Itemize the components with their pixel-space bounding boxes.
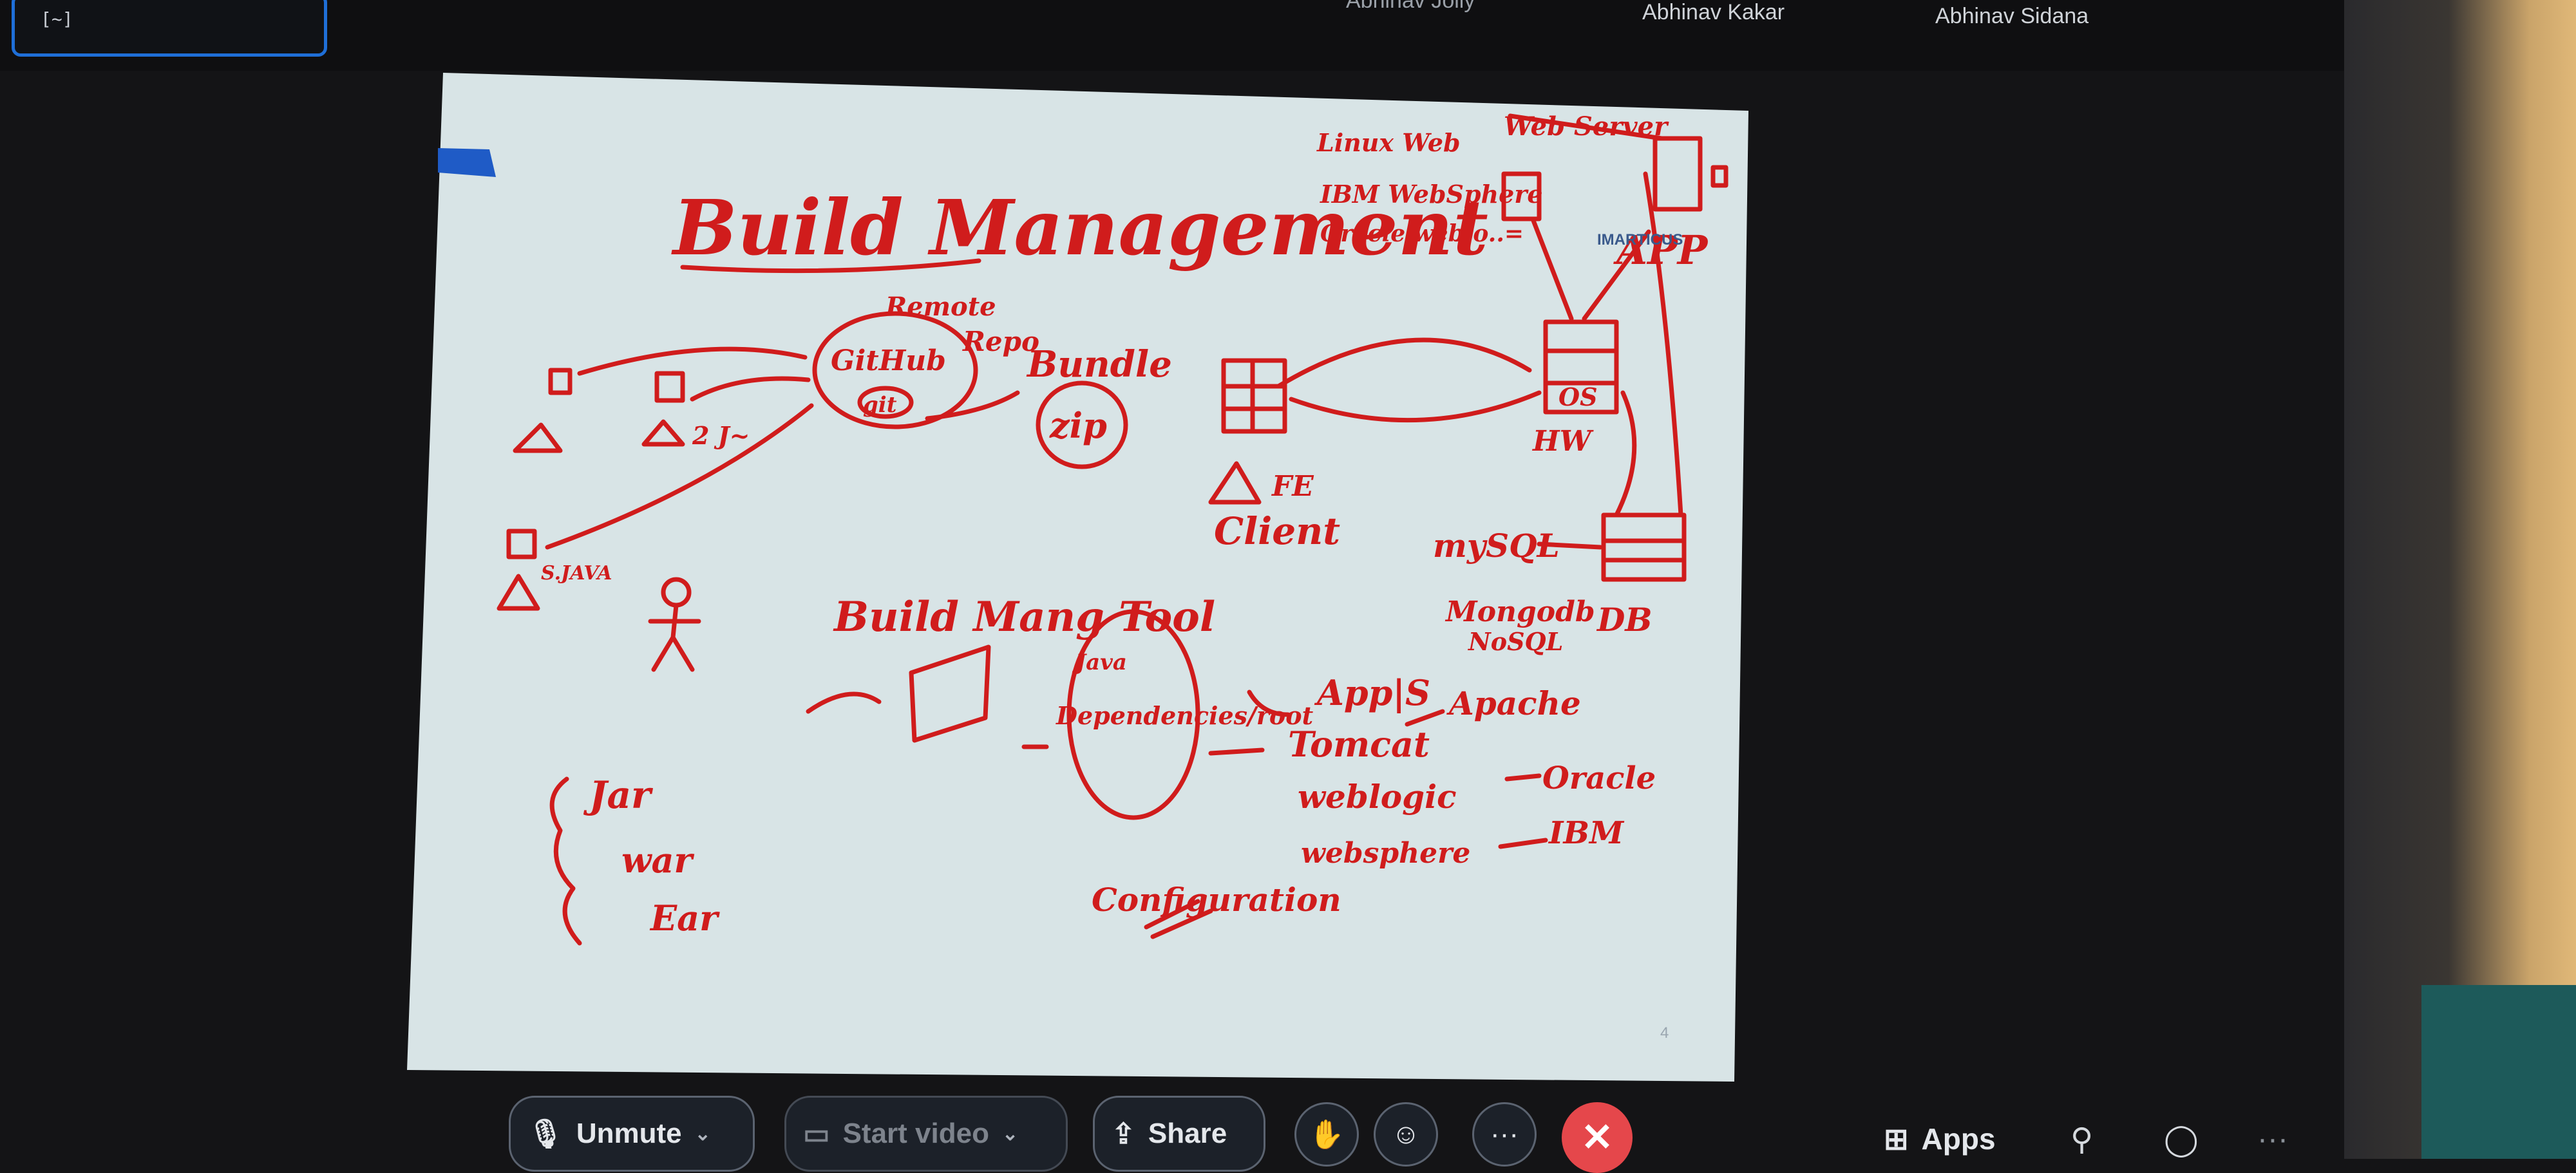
title-underline bbox=[680, 258, 981, 274]
ear-label: Ear bbox=[649, 897, 720, 939]
bundle-label: Bundle bbox=[1026, 343, 1172, 386]
participant-name[interactable]: Abhinav Sidana bbox=[1935, 4, 2089, 28]
s-java-label: S.JAVA bbox=[541, 562, 612, 585]
mongodb-label: Mongodb bbox=[1444, 596, 1595, 628]
room-background-object bbox=[2421, 985, 2576, 1159]
self-view-tile[interactable]: [~] bbox=[12, 0, 327, 57]
slide-accent-tab bbox=[438, 148, 496, 177]
share-label: Share bbox=[1148, 1118, 1227, 1149]
war-label: war bbox=[621, 840, 694, 881]
unmute-button[interactable]: 🎙 Unmute ⌄ bbox=[509, 1096, 755, 1172]
participants-icon[interactable]: ⚲ bbox=[2070, 1123, 2094, 1157]
os-label: OS bbox=[1558, 382, 1598, 411]
start-video-button[interactable]: ▭ Start video ⌄ bbox=[784, 1096, 1068, 1172]
emoji-icon: ☺ bbox=[1391, 1118, 1421, 1150]
linux-web-label: Linux Web bbox=[1316, 128, 1461, 157]
mysql-label: mySQL bbox=[1433, 527, 1560, 565]
websphere-label: websphere bbox=[1301, 837, 1470, 870]
participant-name[interactable]: Abhinav Jolly bbox=[1346, 0, 1475, 13]
hw-label: HW bbox=[1531, 425, 1595, 458]
configuration-label: Configuration bbox=[1092, 881, 1341, 919]
slide-surface bbox=[407, 73, 1748, 1082]
ibm-label: IBM bbox=[1548, 815, 1625, 851]
self-view-label: [~] bbox=[41, 8, 73, 30]
jar-label: Jar bbox=[583, 773, 654, 817]
slide-page-number: 4 bbox=[1660, 1024, 1669, 1042]
leave-meeting-button[interactable]: ✕ bbox=[1562, 1102, 1633, 1173]
client-label: Client bbox=[1214, 509, 1340, 553]
github-label: GitHub bbox=[831, 344, 946, 377]
mic-off-icon: 🎙 bbox=[527, 1118, 564, 1150]
slide-title: Build Management bbox=[671, 183, 1488, 272]
zip-circle bbox=[1036, 380, 1128, 469]
build-tool-label: Build Mang Tool bbox=[833, 593, 1215, 641]
unmute-label: Unmute bbox=[576, 1118, 682, 1149]
participant-name[interactable]: Abhinav Kakar bbox=[1642, 0, 1785, 24]
more-label: ··· bbox=[1490, 1118, 1519, 1150]
more-options-button[interactable]: ··· bbox=[1472, 1102, 1537, 1167]
apps-grid-icon: ⊞ bbox=[1884, 1122, 1909, 1156]
fe-label: FE bbox=[1271, 470, 1314, 503]
zip-label: zip bbox=[1049, 405, 1107, 446]
hand-icon: ✋ bbox=[1309, 1119, 1345, 1150]
share-button[interactable]: ⇪ Share bbox=[1093, 1096, 1265, 1172]
chat-icon[interactable]: ◯ bbox=[2164, 1123, 2199, 1157]
oracle-label: Oracle bbox=[1542, 760, 1656, 796]
dependencies-label: Dependencies/root bbox=[1056, 701, 1314, 730]
web-server-label: Web Server bbox=[1504, 111, 1669, 142]
tomcat-label: Tomcat bbox=[1288, 724, 1430, 765]
app-label: APP bbox=[1613, 227, 1709, 274]
chevron-down-icon[interactable]: ⌄ bbox=[694, 1123, 711, 1145]
app-server-label: App|S bbox=[1314, 672, 1430, 714]
room-background bbox=[2344, 0, 2576, 1159]
two-java-label: 2 J~ bbox=[692, 421, 750, 450]
chevron-down-icon[interactable]: ⌄ bbox=[1001, 1123, 1019, 1145]
start-video-label: Start video bbox=[842, 1118, 989, 1149]
ibm-websphere-label: IBM WebSphere bbox=[1320, 180, 1543, 209]
weblogic-label: weblogic bbox=[1298, 778, 1457, 816]
reactions-button[interactable]: ☺ bbox=[1374, 1102, 1438, 1167]
apps-button[interactable]: ⊞ Apps bbox=[1884, 1121, 1996, 1156]
oracle-weblogic-label: Oracle weblo..= bbox=[1320, 220, 1524, 247]
apps-label: Apps bbox=[1921, 1122, 1996, 1156]
video-off-icon: ▭ bbox=[803, 1118, 830, 1150]
raise-hand-button[interactable]: ✋ bbox=[1294, 1102, 1359, 1167]
more-icon[interactable]: ··· bbox=[2257, 1122, 2288, 1156]
github-circle bbox=[812, 311, 978, 429]
share-screen-icon: ⇪ bbox=[1112, 1118, 1135, 1150]
git-label: git bbox=[863, 392, 897, 418]
dependency-oval bbox=[1066, 609, 1200, 820]
repo-label: Repo bbox=[962, 326, 1039, 357]
close-icon: ✕ bbox=[1580, 1116, 1614, 1159]
remote-label: Remote bbox=[885, 292, 996, 322]
db-label: DB bbox=[1596, 601, 1653, 639]
apache-label: Apache bbox=[1446, 684, 1581, 722]
nosql-label: NoSQL bbox=[1468, 627, 1563, 656]
meeting-top-bar bbox=[0, 0, 2344, 71]
imarticus-logo: IMARTICUS bbox=[1597, 231, 1683, 249]
java-label: Java bbox=[1072, 650, 1127, 675]
